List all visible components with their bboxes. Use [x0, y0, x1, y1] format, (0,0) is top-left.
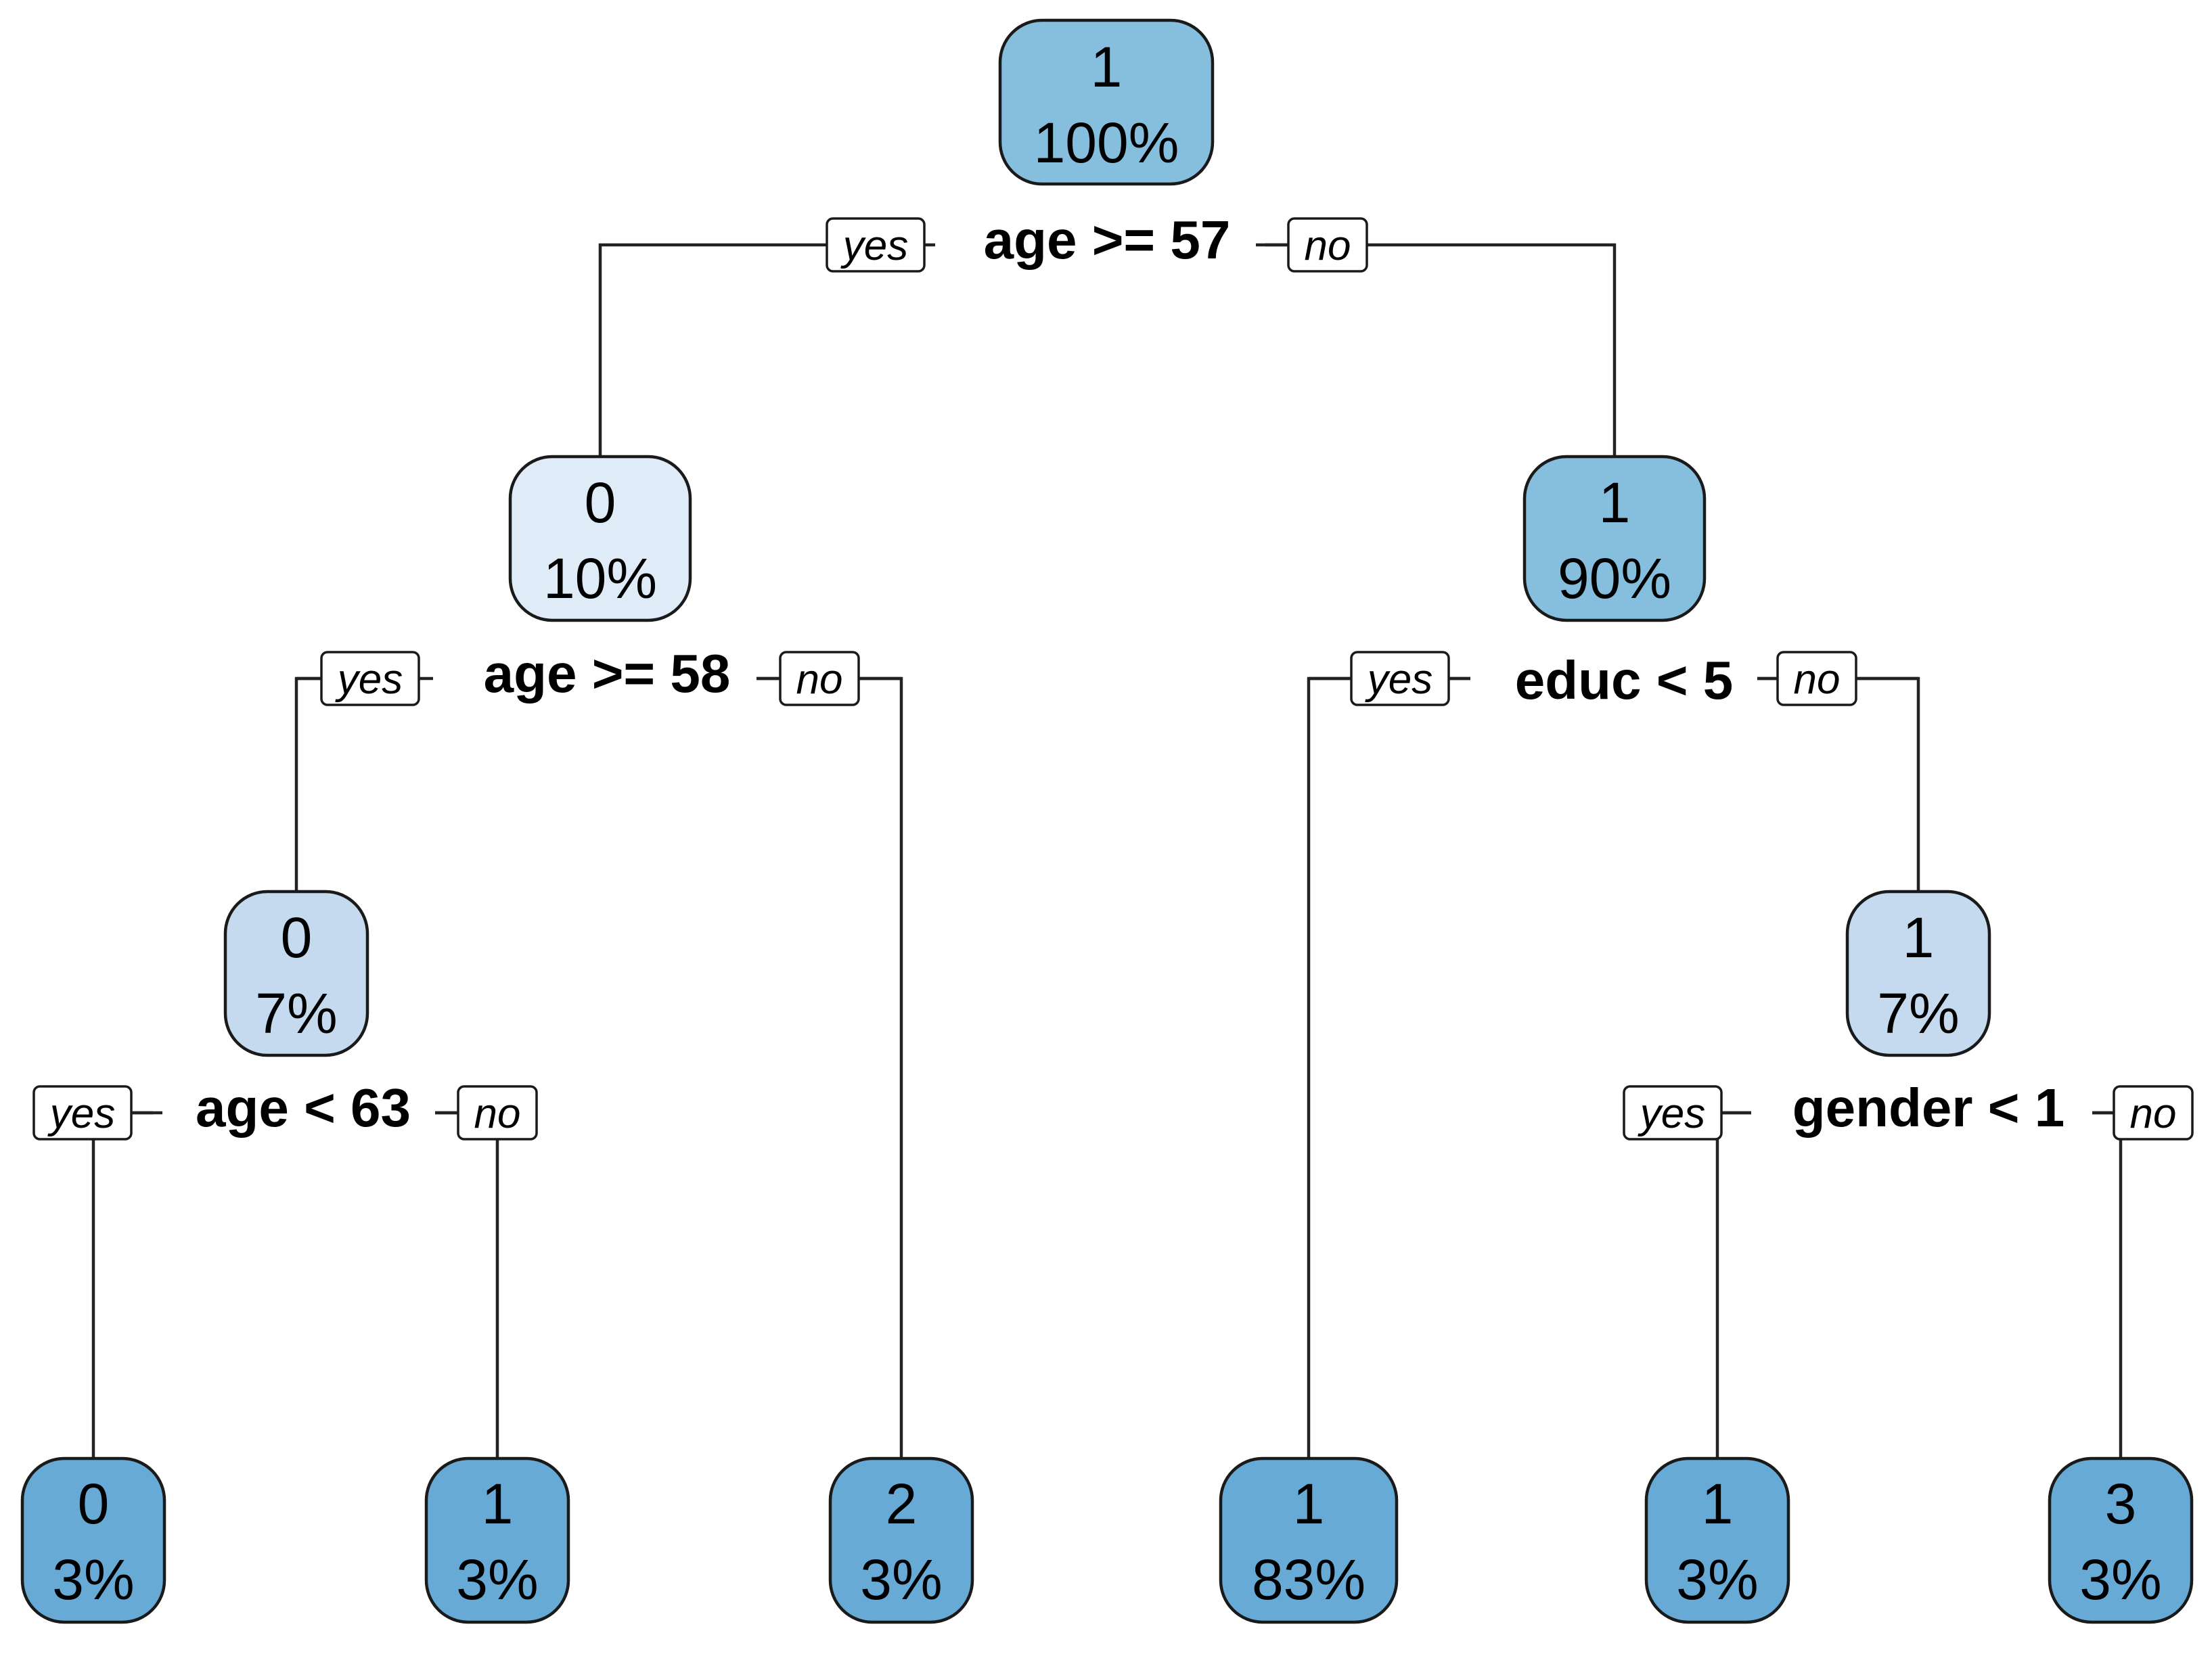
node-percent: 83% [1252, 1548, 1365, 1611]
edge-n2-yes [294, 676, 420, 892]
node-box [1522, 455, 1707, 622]
tree-node-n4: 0 7% [223, 890, 369, 1057]
yes-branch-label: yes [296, 651, 433, 706]
node-percent: 7% [255, 982, 337, 1045]
node-percent: 3% [1676, 1548, 1758, 1611]
node-percent: 100% [1034, 111, 1179, 175]
node-class: 2 [886, 1472, 918, 1536]
node-box [828, 1456, 974, 1624]
node-box [1845, 890, 1991, 1057]
yes-branch-label: yes [32, 1085, 153, 1141]
yes-branch-label: yes [1623, 1085, 1751, 1141]
svg-text:yes: yes [1638, 1090, 1705, 1137]
edge-n7-no [2092, 1111, 2123, 1458]
tree-nodes: 1 100% 0 10% 1 90% 0 7% 1 7% 0 [20, 18, 2194, 1624]
node-box [20, 1456, 166, 1624]
split-rule-n4: age < 63 [196, 1078, 411, 1138]
svg-text:no: no [474, 1090, 521, 1137]
svg-text:yes: yes [335, 656, 403, 703]
node-percent: 3% [860, 1548, 942, 1611]
node-class: 1 [482, 1472, 514, 1536]
edge-n4-yes [91, 1111, 162, 1458]
node-percent: 3% [456, 1548, 538, 1611]
node-percent: 90% [1558, 547, 1671, 610]
node-percent: 3% [52, 1548, 134, 1611]
no-branch-label: no [1256, 217, 1368, 273]
node-box [1644, 1456, 1790, 1624]
no-branch-label: no [435, 1085, 538, 1141]
tree-node-root: 1 100% [998, 18, 1215, 186]
svg-text:no: no [1305, 223, 1351, 269]
yes-branch-label: yes [826, 217, 935, 273]
svg-text:no: no [2130, 1090, 2177, 1137]
tree-leaf-1: 0 3% [20, 1456, 166, 1624]
split-rule-n3: educ < 5 [1515, 650, 1733, 710]
edge-n7-yes [1715, 1111, 1751, 1458]
svg-text:yes: yes [1365, 656, 1432, 703]
node-class: 1 [1599, 471, 1631, 534]
svg-text:no: no [796, 656, 843, 703]
edge-root-yes [598, 243, 924, 457]
node-box [424, 1456, 570, 1624]
branch-labels: yes no yes no yes [32, 217, 2194, 1141]
tree-node-n7: 1 7% [1845, 890, 1991, 1057]
edge-n4-no [435, 1111, 499, 1458]
split-labels: age >= 57 age >= 58 educ < 5 age < 63 ge… [196, 210, 2064, 1138]
node-class: 0 [281, 906, 313, 969]
node-class: 1 [1903, 906, 1935, 969]
tree-node-n2: 0 10% [508, 455, 692, 622]
edge-n3-no [1757, 676, 1920, 892]
split-rule-n2: age >= 58 [484, 643, 731, 704]
tree-edges [91, 243, 2123, 1458]
split-rule-n7: gender < 1 [1792, 1078, 2064, 1138]
node-class: 0 [585, 471, 616, 534]
svg-text:no: no [1794, 656, 1841, 703]
edge-n3-yes [1307, 676, 1470, 1458]
edge-n2-no [757, 676, 903, 1458]
node-class: 1 [1293, 1472, 1325, 1536]
node-class: 1 [1702, 1472, 1734, 1536]
no-branch-label: no [757, 651, 901, 706]
node-box [2048, 1456, 2194, 1624]
node-class: 0 [78, 1472, 110, 1536]
node-box [508, 455, 692, 622]
node-percent: 3% [2079, 1548, 2161, 1611]
node-box [223, 890, 369, 1057]
node-percent: 7% [1877, 982, 1959, 1045]
svg-text:yes: yes [840, 223, 908, 269]
split-rule-root: age >= 57 [984, 210, 1231, 270]
node-percent: 10% [543, 547, 657, 610]
no-branch-label: no [1757, 651, 1918, 706]
tree-leaf-5: 1 3% [1644, 1456, 1790, 1624]
tree-leaf-4: 1 83% [1219, 1456, 1399, 1624]
edge-root-no [1265, 243, 1617, 457]
node-class: 1 [1091, 35, 1123, 99]
yes-branch-label: yes [1309, 651, 1470, 706]
node-box [998, 18, 1215, 186]
svg-text:yes: yes [47, 1090, 115, 1137]
tree-node-n3: 1 90% [1522, 455, 1707, 622]
node-class: 3 [2105, 1472, 2137, 1536]
tree-leaf-3: 2 3% [828, 1456, 974, 1624]
no-branch-label: no [2092, 1085, 2194, 1141]
node-box [1219, 1456, 1399, 1624]
tree-leaf-6: 3 3% [2048, 1456, 2194, 1624]
tree-leaf-2: 1 3% [424, 1456, 570, 1624]
